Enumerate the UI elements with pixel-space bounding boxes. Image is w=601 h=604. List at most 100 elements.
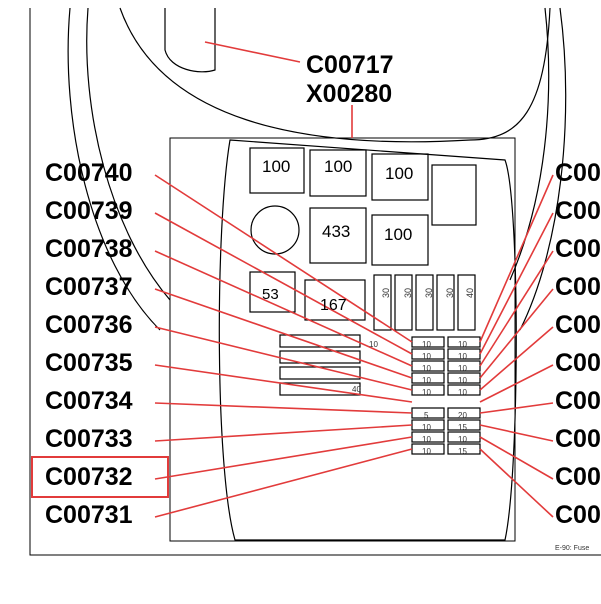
relay-label-6: 53 [262, 286, 279, 303]
leader-left-4 [154, 288, 413, 379]
label-c00739: C00739 [45, 197, 133, 225]
fuse-row-label-7: 10 [422, 423, 431, 432]
mid-fuse-1 [279, 334, 361, 348]
label-right-2: C00 [555, 199, 601, 224]
round-fuse [250, 205, 300, 255]
relay-label-5: 100 [384, 225, 413, 244]
leader-right-8 [479, 424, 554, 442]
fuse-label-5: 40 [465, 287, 476, 299]
top-bracket [164, 8, 216, 73]
leader-right-5 [479, 326, 554, 391]
fuse-row-label-8: 10 [422, 435, 431, 444]
relay-label-1: 100 [262, 157, 291, 176]
leader-right-10 [479, 448, 554, 518]
leader-left-2 [154, 212, 413, 355]
housing-curve-right [509, 7, 567, 331]
maxi-fuse-2 [394, 274, 413, 331]
relay-2 [309, 149, 367, 197]
label-right-4: C00 [555, 275, 601, 300]
relay-3 [371, 153, 429, 201]
label-c00738: C00738 [45, 235, 133, 263]
leader-left-5 [154, 326, 413, 391]
label-c00737: C00737 [45, 273, 133, 301]
relay-label-3: 100 [385, 164, 414, 183]
leader-right-7 [479, 402, 554, 414]
leader-left-9 [154, 436, 413, 480]
fuse-row-label-9: 10 [422, 447, 431, 456]
label-right-8: C00 [555, 427, 601, 452]
label-c00732: C00732 [45, 463, 133, 491]
label-c00733: C00733 [45, 425, 133, 453]
leader-right-3 [479, 250, 554, 367]
fuse-row-label-15: 20 [458, 411, 467, 420]
label-right-10: C00 [555, 503, 601, 528]
label-c00740: C00740 [45, 159, 133, 187]
fuse-label-2: 30 [403, 287, 414, 299]
leader-c00717 [204, 41, 301, 63]
fuse-row-label-10: 10 [458, 340, 467, 349]
label-right-7: C00 [555, 389, 601, 414]
relay-5 [371, 214, 429, 266]
fuse-row-label-18: 15 [458, 447, 467, 456]
figure-frame [29, 8, 601, 556]
label-c00735: C00735 [45, 349, 133, 377]
label-right-9: C00 [555, 465, 601, 490]
fuse-row-label-16: 15 [458, 423, 467, 432]
leader-right-9 [479, 436, 554, 480]
relay-1 [249, 147, 305, 194]
relay-label-2: 100 [324, 157, 353, 176]
maxi-fuse-4 [436, 274, 455, 331]
leader-left-8 [154, 424, 413, 442]
label-c00731: C00731 [45, 501, 133, 529]
connector-block [431, 164, 477, 226]
label-c00734: C00734 [45, 387, 133, 415]
fuse-row-label-11: 10 [458, 352, 467, 361]
relay-7 [304, 279, 366, 321]
leader-right-6 [479, 364, 554, 403]
maxi-fuse-1 [373, 274, 392, 331]
leader-right-1 [479, 174, 554, 343]
fuse-side-label-1: 10 [369, 340, 378, 349]
fuse-side-label-2: 40 [352, 385, 361, 394]
fuse-label-3: 30 [424, 287, 435, 299]
leader-left-10 [154, 448, 413, 518]
fuse-row-label-5: 10 [422, 388, 431, 397]
fusebox-frame [169, 137, 516, 542]
mid-fuse-4 [279, 382, 361, 396]
leader-left-1 [154, 174, 413, 343]
highlight-box-c00732 [31, 456, 169, 498]
housing-curve-left [67, 7, 171, 331]
fuse-row-label-1: 10 [422, 340, 431, 349]
fuse-row-label-14: 10 [458, 388, 467, 397]
label-right-3: C00 [555, 237, 601, 262]
maxi-fuse-3 [415, 274, 434, 331]
label-right-1: C00 [555, 161, 601, 186]
leader-left-7 [154, 402, 413, 414]
leader-lines [154, 41, 554, 518]
label-c00736: C00736 [45, 311, 133, 339]
leader-left-6 [154, 364, 413, 403]
relay-label-7: 167 [320, 297, 347, 314]
fuse-row-label-12: 10 [458, 364, 467, 373]
fuse-label-4: 30 [445, 287, 456, 299]
label-c00717: C00717 [306, 51, 394, 79]
fuse-row-label-2: 10 [422, 352, 431, 361]
relay-6 [249, 271, 296, 313]
fusebox-body [218, 139, 517, 541]
figure-caption: E-90: Fuse [555, 545, 590, 552]
label-right-6: C00 [555, 351, 601, 376]
leader-left-3 [154, 250, 413, 367]
fuse-label-1: 30 [381, 287, 392, 299]
relay-label-4: 433 [322, 222, 351, 241]
fuse-row-label-6: 5 [424, 411, 429, 420]
fuse-row-label-3: 10 [422, 364, 431, 373]
fuse-row-label-17: 10 [458, 435, 467, 444]
relay-4 [309, 207, 367, 264]
maxi-fuse-5 [457, 274, 476, 331]
label-right-5: C00 [555, 313, 601, 338]
housing-curve-top [119, 7, 551, 143]
label-x00280: X00280 [306, 80, 393, 108]
leader-right-2 [479, 212, 554, 355]
fuse-row-label-13: 10 [458, 376, 467, 385]
